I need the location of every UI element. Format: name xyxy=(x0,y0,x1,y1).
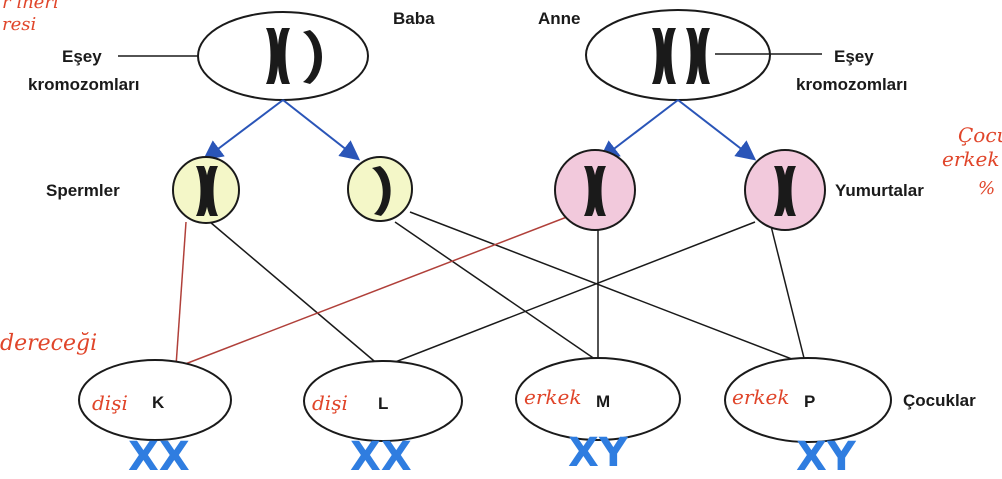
hand-note-right-1: Çocu xyxy=(958,123,1002,147)
left-sex-label-1: Eşey xyxy=(62,47,102,66)
child-m-letter: M xyxy=(596,392,610,411)
hand-note-right-3: % xyxy=(978,178,995,199)
child-k-letter: K xyxy=(152,393,165,412)
arrow-mother-to-egg-2 xyxy=(677,99,757,161)
father-x-chromosome xyxy=(266,28,290,84)
mother-x-chromosome-1 xyxy=(652,28,676,84)
mother-ellipse xyxy=(585,9,771,101)
egg-x-2 xyxy=(744,149,826,231)
child-p-letter: P xyxy=(804,392,815,411)
sperms-label: Spermler xyxy=(46,181,120,200)
child-p-genotype: XY xyxy=(796,434,857,479)
line-egg1-k xyxy=(179,209,586,367)
arrow-mother-to-egg-1 xyxy=(598,99,679,161)
sperm-y xyxy=(347,156,413,222)
children-label: Çocuklar xyxy=(903,391,976,410)
mother-x-chromosome-2 xyxy=(686,28,710,84)
child-p: P erkek XY xyxy=(724,357,892,479)
line-spermx-k xyxy=(175,221,187,367)
line-egg2-p xyxy=(769,221,807,367)
child-p-note: erkek xyxy=(732,385,789,409)
hand-note-left-mid: dereceği xyxy=(0,331,97,356)
hand-note-right-2: erkek xyxy=(942,147,999,171)
line-spermx-l xyxy=(209,221,381,367)
mother-label: Anne xyxy=(538,9,581,28)
sperm-x xyxy=(172,156,240,224)
child-k: K dişi XX xyxy=(78,359,232,479)
line-spermy-m xyxy=(394,221,606,367)
child-k-note: dişi xyxy=(92,391,128,415)
child-l-genotype: XX xyxy=(350,434,412,479)
arrow-father-to-sperm-y xyxy=(282,99,361,161)
child-l: L dişi XX xyxy=(303,360,463,479)
child-m: M erkek XY xyxy=(515,357,681,476)
father-y-chromosome xyxy=(303,30,322,84)
eggs-label: Yumurtalar xyxy=(835,181,924,200)
child-l-letter: L xyxy=(378,394,388,413)
line-egg2-l xyxy=(384,221,756,367)
line-spermy-p xyxy=(409,211,811,367)
father-label: Baba xyxy=(393,9,435,28)
arrow-father-to-sperm-x xyxy=(202,99,284,161)
hand-note-top-left-2: resi xyxy=(2,14,36,35)
child-l-note: dişi xyxy=(312,391,348,415)
child-k-genotype: XX xyxy=(128,434,190,479)
child-m-genotype: XY xyxy=(568,430,629,476)
right-sex-label-2: kromozomları xyxy=(796,75,907,94)
child-m-note: erkek xyxy=(524,385,581,409)
egg-x-1 xyxy=(554,149,636,231)
left-sex-label-2: kromozomları xyxy=(28,75,139,94)
hand-note-top-left-1: r ineri xyxy=(2,0,59,13)
right-sex-label-1: Eşey xyxy=(834,47,874,66)
